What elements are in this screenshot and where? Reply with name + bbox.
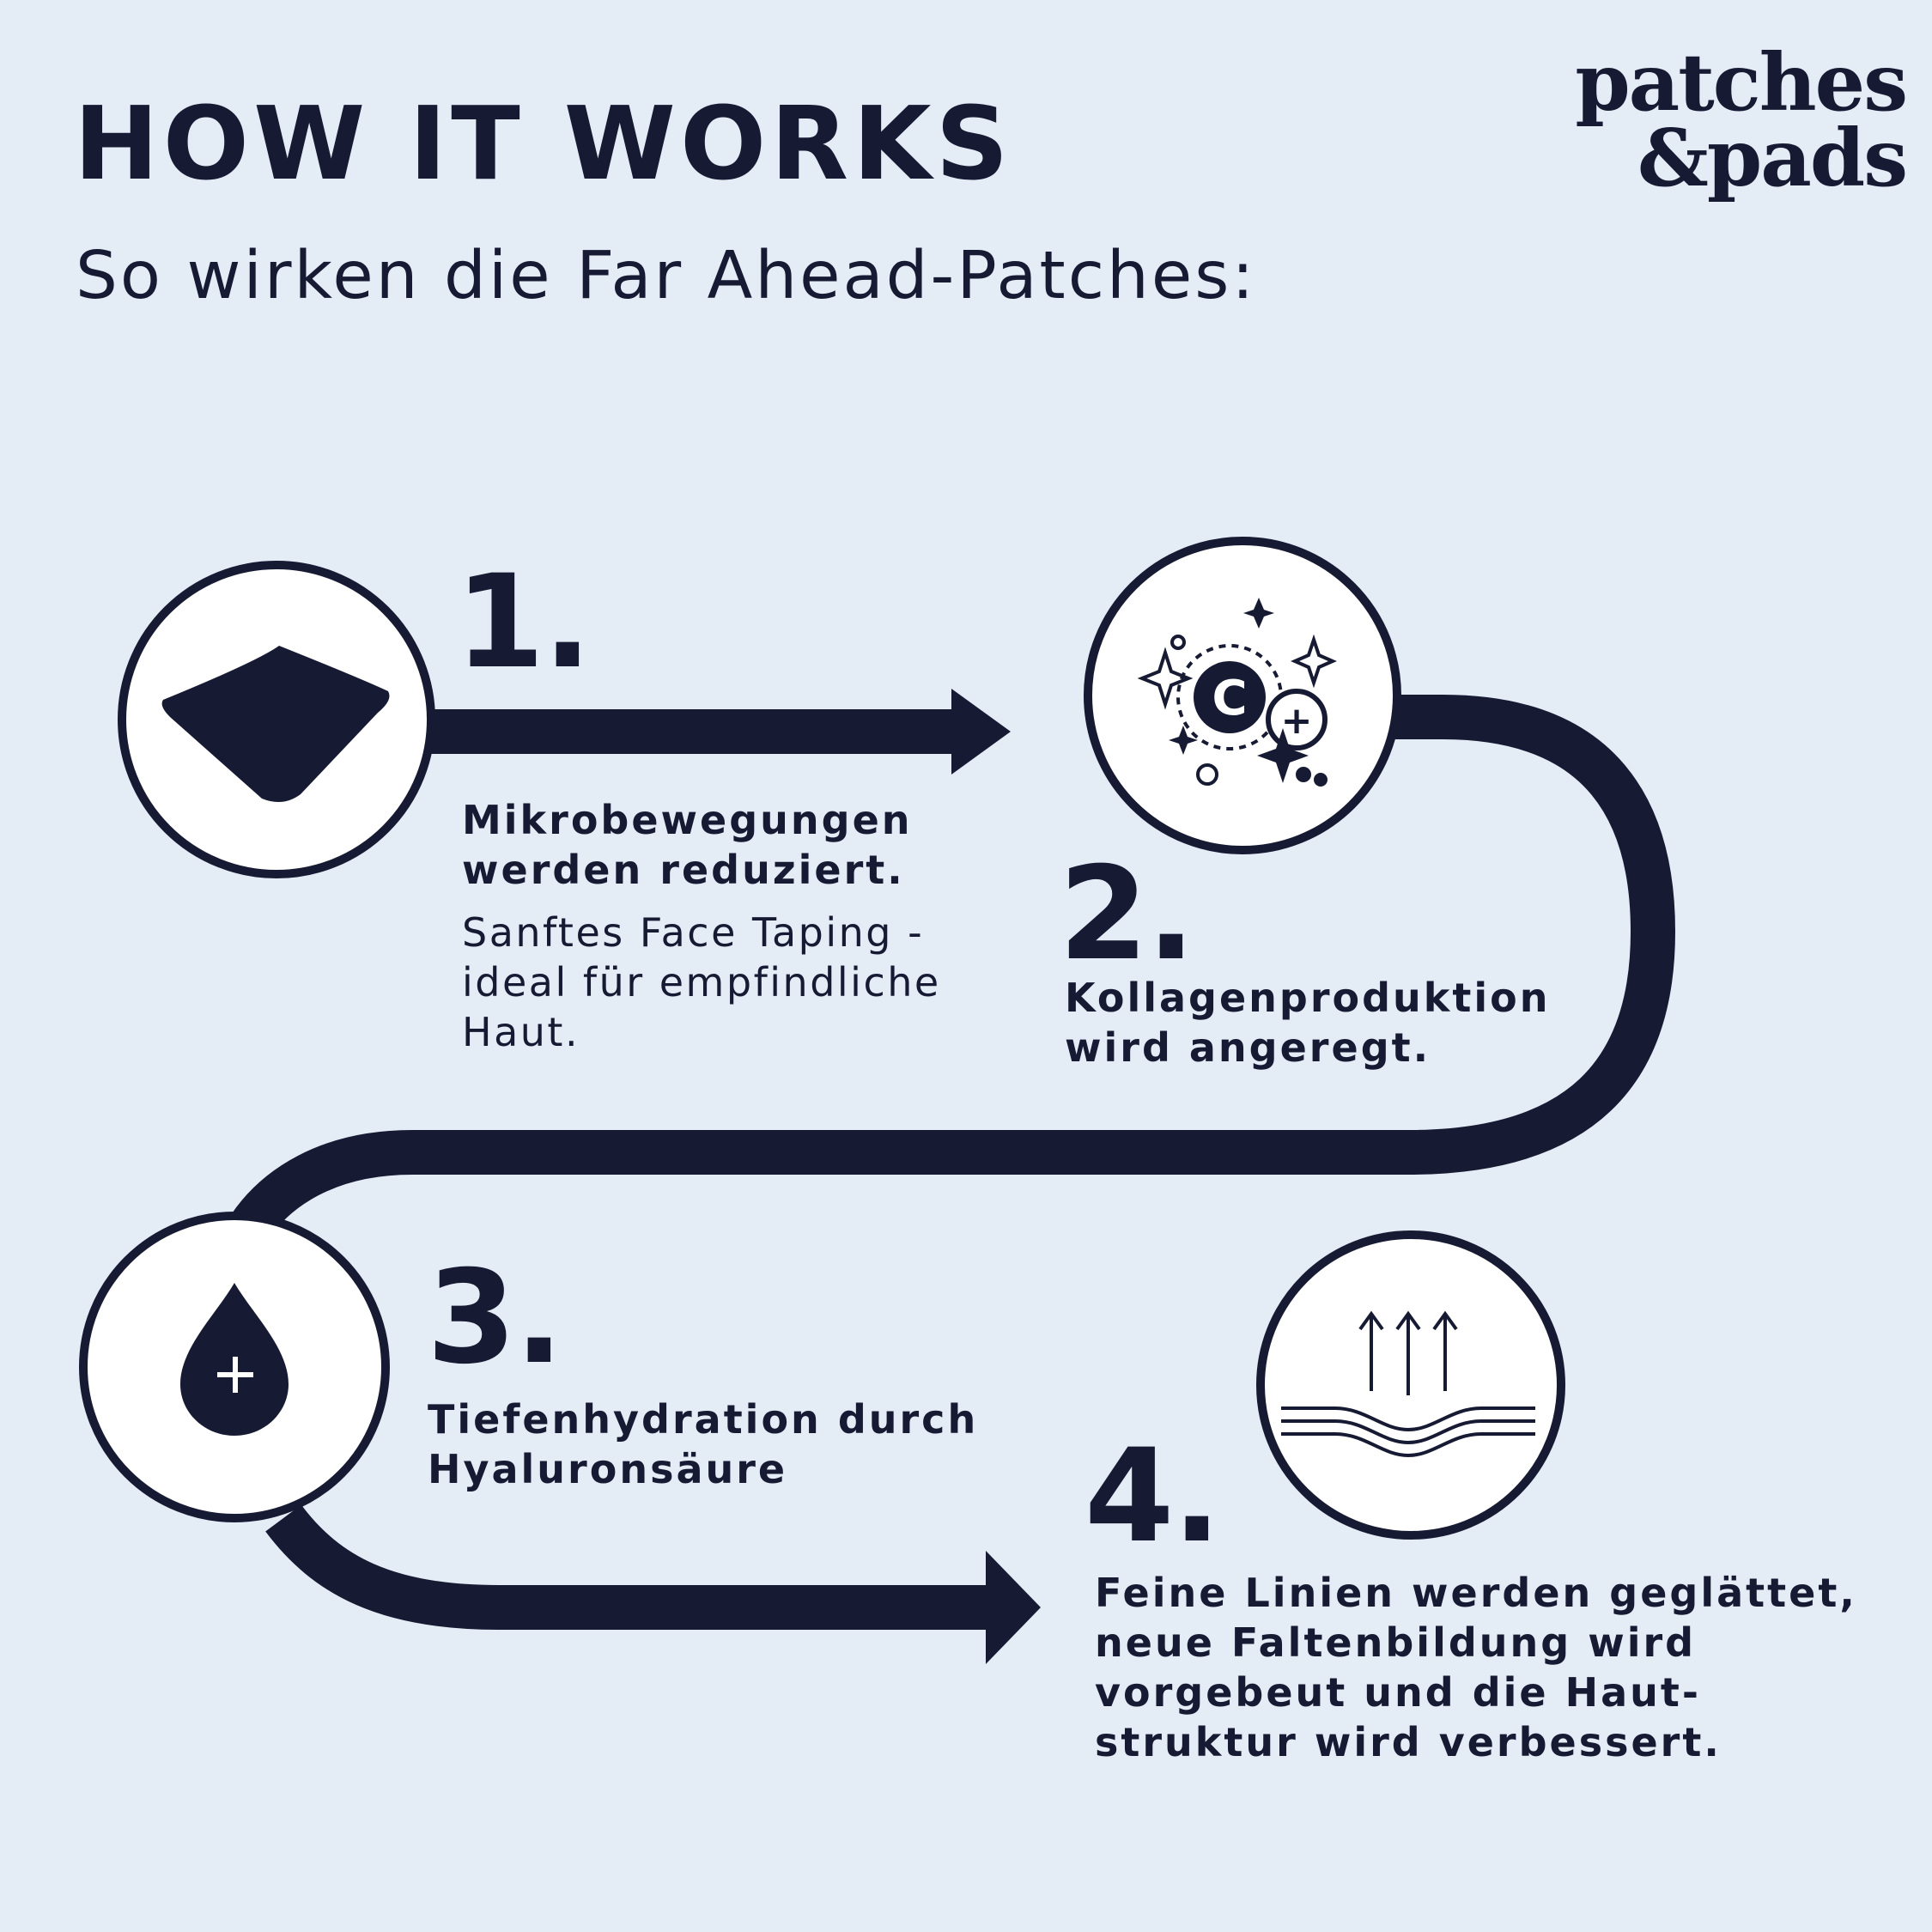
skin-lift-icon bbox=[1281, 1310, 1535, 1458]
step-4-circle bbox=[1256, 1230, 1565, 1540]
page-subtitle: So wirken die Far Ahead-Patches: bbox=[76, 238, 1257, 314]
step-2-number: 2. bbox=[1059, 840, 1195, 989]
flow-connector bbox=[230, 695, 1676, 1630]
step-1-text: Sanftes Face Taping - ideal für empfindl… bbox=[462, 909, 941, 1055]
svg-text:C: C bbox=[1212, 671, 1247, 726]
step-3-heading: Tiefenhydration durch Hyaluronsäure bbox=[428, 1396, 979, 1492]
collagen-vitamin-c-icon: C + bbox=[1137, 598, 1337, 787]
brand-logo-line2: &pads bbox=[1637, 112, 1908, 204]
curve-2-to-3 bbox=[230, 695, 1676, 1241]
arrow-head-1 bbox=[951, 689, 1011, 775]
step-1-circle bbox=[118, 561, 435, 878]
step-4-number: 4. bbox=[1084, 1422, 1221, 1571]
arrow-head-2 bbox=[986, 1551, 1041, 1664]
page-title: HOW IT WORKS bbox=[74, 84, 1013, 203]
patch-icon bbox=[161, 646, 390, 802]
step-3-circle bbox=[79, 1212, 390, 1522]
step-1-number: 1. bbox=[455, 548, 592, 697]
brand-logo-line1: patches bbox=[1575, 36, 1908, 129]
step-2-heading: Kollagenproduktion wird angeregt. bbox=[1065, 975, 1551, 1071]
step-1-heading: Mikrobewegungen werden reduziert. bbox=[462, 797, 913, 893]
step-2-circle: C + bbox=[1084, 537, 1401, 854]
step-3-number: 3. bbox=[427, 1243, 563, 1393]
arrow-3-to-4 bbox=[265, 1504, 996, 1630]
svg-text:+: + bbox=[1281, 699, 1313, 743]
step-4-heading: Feine Linien werden geglättet, neue Falt… bbox=[1095, 1570, 1857, 1765]
water-drop-plus-icon bbox=[180, 1283, 289, 1436]
